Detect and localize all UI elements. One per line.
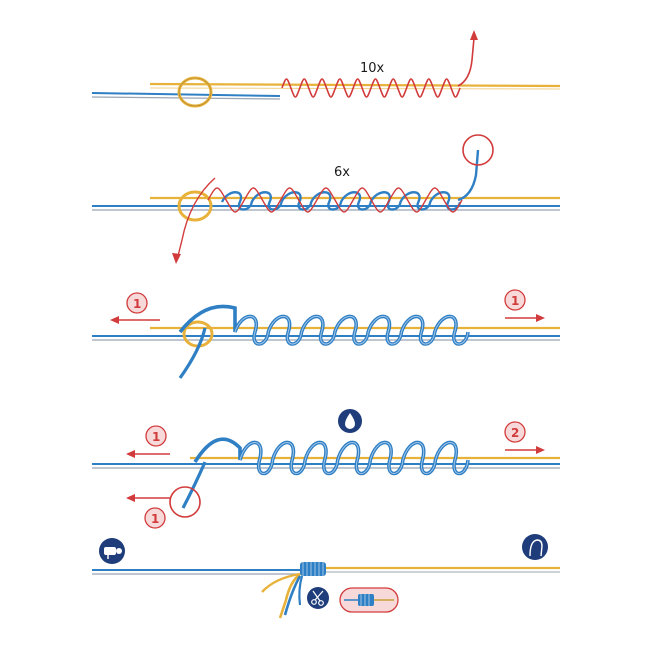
scissors-blades — [312, 590, 324, 602]
blue-tag-end — [457, 149, 480, 202]
water-drop-glyph — [345, 413, 355, 429]
knot-loop-outline — [178, 77, 212, 107]
arrow-left-icon — [126, 450, 135, 458]
marker-number: 1 — [152, 430, 160, 444]
tag-end-down — [177, 177, 216, 257]
knot-loop — [177, 76, 213, 108]
blue-tag-end — [181, 461, 207, 509]
blue-wrap-coil — [220, 191, 462, 211]
arrow-left-icon — [126, 494, 135, 502]
arrow-left-icon — [110, 316, 119, 324]
knot-loop — [177, 190, 213, 222]
arrow-down-icon — [172, 253, 181, 264]
detail-knot — [358, 594, 374, 606]
scissors-handle-2 — [318, 600, 324, 606]
marker-number: 1 — [133, 297, 141, 311]
blue-tag-end-2 — [298, 575, 304, 606]
hook-glyph — [529, 539, 543, 557]
knot-loop — [182, 320, 214, 348]
arrow-right-icon — [536, 446, 545, 454]
marker-number: 2 — [511, 426, 519, 440]
step-2: 6x — [92, 134, 560, 264]
step-marker-right — [504, 289, 526, 311]
blue-tag-end — [283, 575, 302, 616]
blue-wrap-coil-highlight — [234, 315, 469, 345]
step-4: 1 1 2 — [92, 409, 560, 529]
red-wrap-coil — [207, 187, 463, 213]
wrap-count-label: 10x — [360, 61, 385, 76]
yellow-tag-end — [278, 572, 301, 619]
step-1: 10x — [91, 30, 561, 108]
knot-wraps — [302, 562, 324, 576]
step-3: 1 1 — [92, 289, 560, 379]
detail-knot-wraps — [360, 594, 370, 606]
step-marker-left-top — [145, 425, 167, 447]
reel-spool — [116, 548, 122, 554]
blue-main-line — [91, 92, 281, 97]
wrap-count-label: 6x — [334, 165, 350, 180]
marker-number: 1 — [511, 294, 519, 308]
scissors-handle-1 — [311, 599, 317, 605]
step-marker-left — [126, 292, 148, 314]
reel-body — [104, 547, 116, 555]
step-marker-right — [504, 421, 526, 443]
yellow-line-shadow — [149, 87, 561, 90]
blue-tag-end — [178, 327, 207, 379]
arrow-right-icon — [536, 314, 545, 322]
blue-line-highlight — [91, 96, 281, 100]
blue-wrap-coil-highlight — [239, 442, 469, 474]
step-5 — [92, 534, 560, 619]
step-marker-left-bottom — [144, 507, 166, 529]
finished-knot — [300, 562, 326, 576]
highlight-circle — [169, 486, 201, 518]
arrow-up-icon — [470, 30, 478, 40]
blue-wrap-coil — [178, 304, 470, 346]
marker-number: 1 — [151, 512, 159, 526]
tag-end-up — [457, 37, 475, 87]
red-wrap-coil — [281, 78, 461, 98]
highlight-circle — [462, 134, 494, 166]
yellow-tag-end-2 — [261, 572, 301, 593]
hook-icon — [522, 534, 548, 560]
